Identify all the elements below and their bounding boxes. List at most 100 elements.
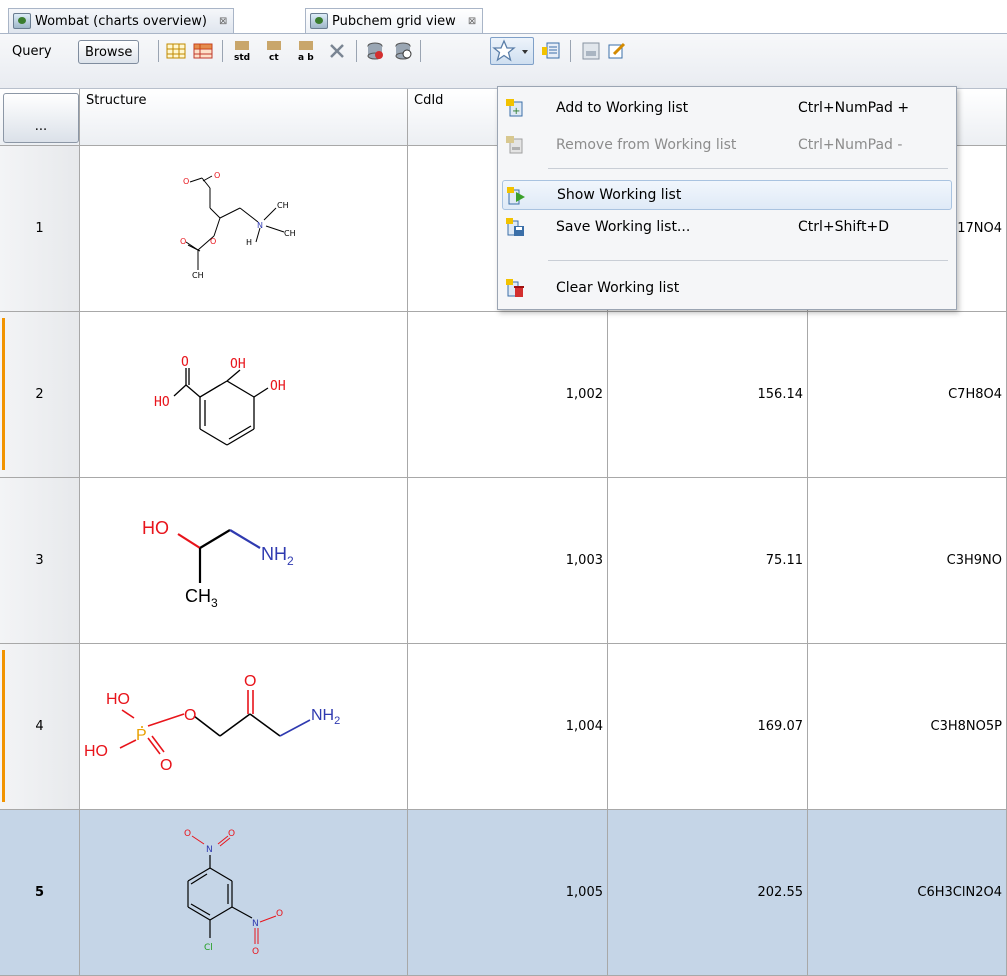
database-query-icon[interactable]: [392, 41, 414, 61]
form-view-icon[interactable]: [192, 41, 214, 61]
molecule-drawing: O OH OH HO: [154, 355, 286, 446]
menu-item-clear-working-list[interactable]: Clear Working list: [502, 273, 952, 303]
structure-cell[interactable]: O N O N O O Cl: [80, 810, 408, 976]
menu-item-add-to-working-list[interactable]: + Add to Working list Ctrl+NumPad +: [502, 93, 952, 123]
export-list-icon[interactable]: [540, 41, 562, 61]
tab-pubchem-grid-view[interactable]: Pubchem grid view ⊠: [305, 8, 484, 33]
view-icon: [13, 13, 31, 29]
atom-label: N: [206, 845, 213, 855]
browse-mode-button[interactable]: Browse: [78, 40, 140, 64]
atom-label: O: [181, 355, 189, 370]
query-mode-button[interactable]: Query: [12, 44, 52, 59]
star-icon: [492, 39, 528, 62]
formula-cell[interactable]: C3H8NO5P: [808, 644, 1007, 810]
grid-view-icon[interactable]: [165, 41, 187, 61]
atom-label: N: [257, 221, 263, 230]
cdid-cell[interactable]: 1,004: [408, 644, 608, 810]
formula-cell[interactable]: C7H8O4: [808, 312, 1007, 478]
standardize-label: std: [234, 53, 250, 61]
menu-item-remove-from-working-list[interactable]: Remove from Working list Ctrl+NumPad -: [502, 130, 952, 160]
delete-icon[interactable]: [326, 41, 348, 61]
mass-cell[interactable]: 75.11: [608, 478, 808, 644]
menu-item-label: Add to Working list: [556, 100, 689, 116]
atom-label: CH3: [185, 586, 218, 610]
row-header[interactable]: 1: [0, 146, 80, 312]
toolbar-separator: [420, 40, 421, 62]
cdid-cell[interactable]: 1,005: [408, 810, 608, 976]
tab-wombat-charts-overview[interactable]: Wombat (charts overview) ⊠: [8, 8, 235, 33]
structure-cell[interactable]: HO NH2 CH3: [80, 478, 408, 644]
edit-icon[interactable]: [606, 41, 628, 61]
toolbar: Query Browse std ct a b: [0, 33, 1007, 89]
atom-label: O: [244, 673, 256, 690]
results-grid: ... Structure CdId 1: [0, 89, 1007, 976]
svg-text:+: +: [512, 106, 520, 117]
abbreviate-label: a b: [298, 53, 314, 61]
menu-item-label: Save Working list...: [556, 219, 691, 235]
remove-list-icon: [506, 136, 523, 154]
atom-label: HO: [154, 395, 170, 410]
atom-label: HO: [106, 691, 130, 708]
formula-cell[interactable]: C3H9NO: [808, 478, 1007, 644]
table-row[interactable]: 5: [0, 810, 1007, 976]
molecule-drawing: HO P O O NH2 HO O: [84, 673, 340, 774]
table-row[interactable]: 4 HO: [0, 644, 1007, 810]
structure-cell[interactable]: HO P O O NH2 HO O: [80, 644, 408, 810]
column-settings-button[interactable]: ...: [3, 93, 79, 143]
mass-cell[interactable]: 169.07: [608, 644, 808, 810]
mass-cell[interactable]: 202.55: [608, 810, 808, 976]
cdid-cell[interactable]: 1,002: [408, 312, 608, 478]
table-row[interactable]: 2: [0, 312, 1007, 478]
atom-label: O: [214, 171, 220, 180]
menu-item-shortcut: Ctrl+NumPad +: [798, 100, 910, 116]
table-icon[interactable]: [580, 41, 602, 61]
molecule-drawing: O O N CH CH H O O CH: [180, 171, 296, 280]
atom-label: O: [276, 909, 283, 919]
atom-label: CH: [277, 201, 289, 210]
add-list-icon: +: [506, 99, 523, 117]
atom-label: P: [136, 727, 147, 744]
structure-cell[interactable]: O O N CH CH H O O CH: [80, 146, 408, 312]
atom-label: O: [252, 947, 259, 957]
database-refresh-icon[interactable]: [364, 41, 386, 61]
row-header[interactable]: 2: [0, 312, 80, 478]
row-marker: [2, 650, 5, 802]
atom-label: HO: [142, 518, 169, 538]
close-icon[interactable]: ⊠: [467, 15, 477, 27]
atom-label: O: [184, 707, 196, 724]
table-row[interactable]: 3 HO NH2 CH3 1,003 75.11 C3H9NO: [0, 478, 1007, 644]
editor-tab-bar: Wombat (charts overview) ⊠ Pubchem grid …: [0, 0, 1007, 34]
abbreviate-icon[interactable]: a b: [294, 41, 320, 61]
mass-cell[interactable]: 156.14: [608, 312, 808, 478]
column-header-structure[interactable]: Structure: [80, 89, 408, 146]
working-list-dropdown-button[interactable]: [490, 37, 534, 65]
row-header[interactable]: 4: [0, 644, 80, 810]
view-icon: [310, 13, 328, 29]
check-tautomer-icon[interactable]: ct: [262, 41, 288, 61]
atom-label: O: [183, 177, 189, 186]
atom-label: O: [160, 757, 172, 774]
row-header[interactable]: 5: [0, 810, 80, 976]
atom-label: N: [252, 919, 259, 929]
structure-cell[interactable]: O OH OH HO: [80, 312, 408, 478]
menu-item-show-working-list[interactable]: Show Working list: [502, 180, 952, 210]
formula-cell[interactable]: C6H3ClN2O4: [808, 810, 1007, 976]
tautomer-label: ct: [269, 53, 279, 61]
toolbar-separator: [570, 40, 571, 62]
close-icon[interactable]: ⊠: [218, 15, 228, 27]
row-header[interactable]: 3: [0, 478, 80, 644]
toolbar-separator: [356, 40, 357, 62]
tab-label: Pubchem grid view: [332, 13, 456, 29]
menu-separator: [548, 168, 948, 169]
menu-separator: [548, 260, 948, 261]
standardize-icon[interactable]: std: [230, 41, 256, 61]
atom-label: CH: [284, 229, 296, 238]
cdid-cell[interactable]: 1,003: [408, 478, 608, 644]
clear-list-icon: [506, 279, 524, 297]
atom-label: O: [210, 237, 216, 246]
menu-item-save-working-list[interactable]: Save Working list... Ctrl+Shift+D: [502, 212, 952, 242]
molecule-drawing: O N O N O O Cl: [184, 829, 283, 957]
atom-label: O: [180, 237, 186, 246]
toolbar-separator: [158, 40, 159, 62]
row-marker: [2, 318, 5, 470]
